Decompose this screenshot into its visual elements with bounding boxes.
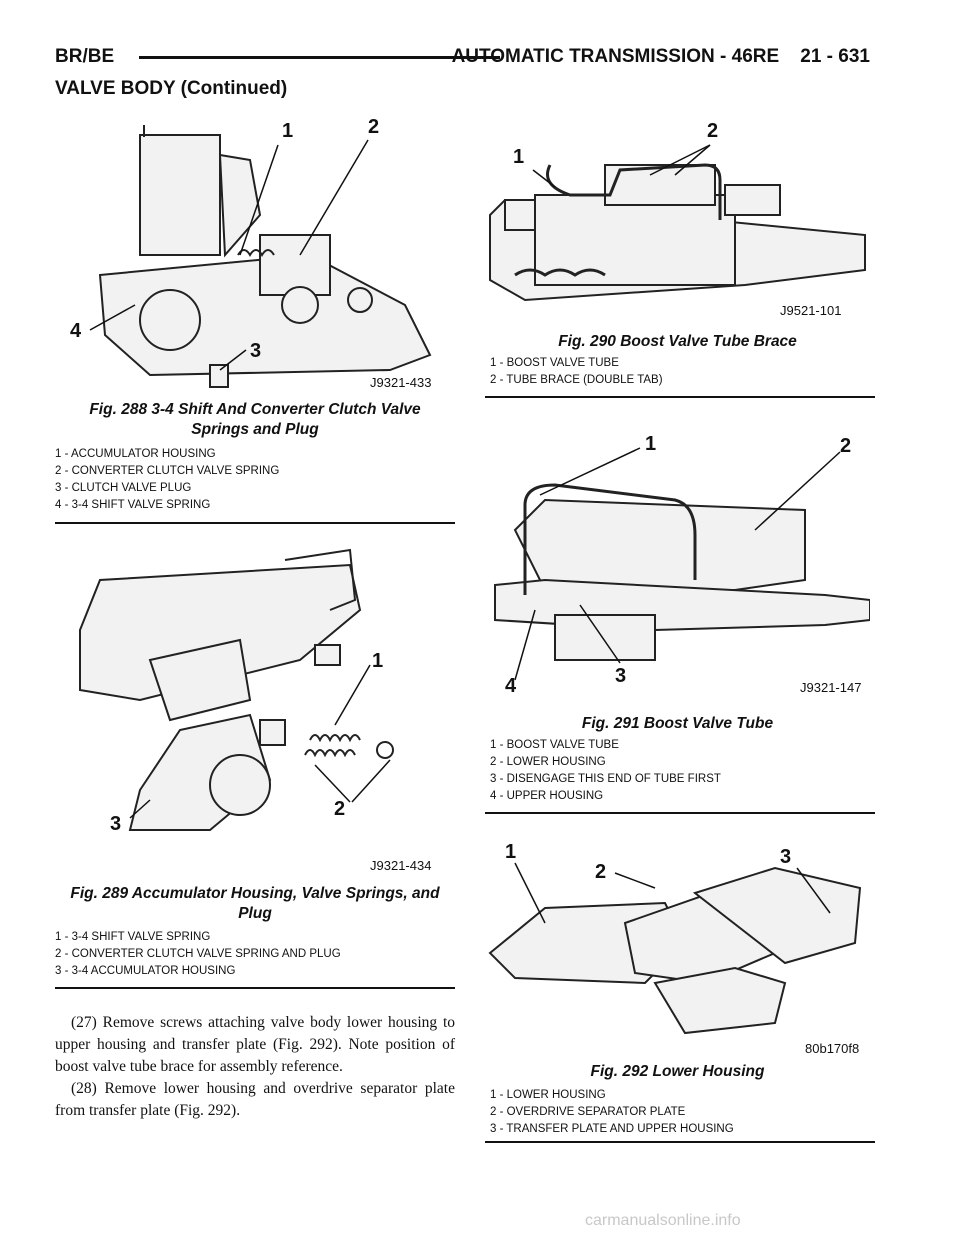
- header-rule: [139, 56, 500, 59]
- fig289-legend: 1 - 3-4 SHIFT VALVE SPRING 2 - CONVERTER…: [55, 929, 341, 980]
- legend-item: 2 - TUBE BRACE (DOUBLE TAB): [490, 374, 663, 386]
- fig290-callout-2: 2: [707, 120, 718, 142]
- legend-item: 4 - UPPER HOUSING: [490, 790, 604, 802]
- body-text: (27) Remove screws attaching valve body …: [55, 1012, 455, 1122]
- legend-item: 3 - DISENGAGE THIS END OF TUBE FIRST: [490, 773, 721, 785]
- legend-item: 3 - 3-4 ACCUMULATOR HOUSING: [55, 965, 236, 977]
- legend-item: 2 - CONVERTER CLUTCH VALVE SPRING AND PL…: [55, 948, 341, 960]
- fig291-code: J9321-147: [800, 680, 861, 695]
- fig290-caption: Fig. 290 Boost Valve Tube Brace: [558, 333, 797, 350]
- fig288-callout-2: 2: [368, 116, 379, 138]
- legend-item: 1 - ACCUMULATOR HOUSING: [55, 448, 216, 460]
- legend-item: 2 - CONVERTER CLUTCH VALVE SPRING: [55, 465, 280, 477]
- fig288-legend: 1 - ACCUMULATOR HOUSING 2 - CONVERTER CL…: [55, 446, 279, 514]
- fig291-rule: [485, 812, 875, 814]
- fig290-code: J9521-101: [780, 303, 841, 318]
- step-28-paragraph: (28) Remove lower housing and overdrive …: [55, 1080, 455, 1119]
- fig291-callout-2: 2: [840, 435, 851, 457]
- legend-item: 3 - CLUTCH VALVE PLUG: [55, 482, 192, 494]
- fig290-rule: [485, 396, 875, 398]
- fig289-caption: Fig. 289 Accumulator Housing, Valve Spri…: [55, 884, 455, 924]
- fig291-callout-3: 3: [615, 665, 626, 687]
- fig288-callout-4: 4: [70, 320, 82, 342]
- step-27-paragraph: (27) Remove screws attaching valve body …: [55, 1014, 455, 1075]
- fig289-callout-1: 1: [372, 650, 383, 672]
- fig291-caption: Fig. 291 Boost Valve Tube: [581, 715, 774, 732]
- fig292-callout-3: 3: [780, 846, 791, 868]
- legend-item: 3 - TRANSFER PLATE AND UPPER HOUSING: [490, 1123, 734, 1135]
- fig289-code: J9321-434: [370, 858, 431, 873]
- fig292-caption: Fig. 292 Lower Housing: [590, 1063, 765, 1080]
- fig291-legend: 1 - BOOST VALVE TUBE 2 - LOWER HOUSING 3…: [490, 737, 721, 805]
- legend-item: 4 - 3-4 SHIFT VALVE SPRING: [55, 499, 211, 511]
- fig288-code: J9321-433: [370, 375, 431, 390]
- legend-item: 2 - OVERDRIVE SEPARATOR PLATE: [490, 1106, 686, 1118]
- fig288-caption: Fig. 288 3-4 Shift And Converter Clutch …: [55, 400, 455, 440]
- fig289-callout-3: 3: [110, 813, 121, 835]
- header-right: AUTOMATIC TRANSMISSION - 46RE 21 - 631: [451, 46, 870, 67]
- figure-289-illustration: 1 2 3 J9321-434: [60, 540, 455, 875]
- fig291-callout-1: 1: [645, 433, 656, 455]
- fig288-caption-line1: Fig. 288 3-4 Shift And Converter Clutch …: [89, 401, 421, 418]
- legend-item: 1 - 3-4 SHIFT VALVE SPRING: [55, 931, 211, 943]
- figure-291-illustration: 1 2 3 4 J9321-147: [485, 420, 870, 705]
- fig289-rule: [55, 987, 455, 989]
- fig291-callout-4: 4: [505, 675, 517, 697]
- fig290-legend: 1 - BOOST VALVE TUBE 2 - TUBE BRACE (DOU…: [490, 355, 663, 389]
- fig288-rule: [55, 522, 455, 524]
- fig288-caption-line2: Springs and Plug: [191, 421, 319, 438]
- legend-item: 1 - BOOST VALVE TUBE: [490, 739, 619, 751]
- fig292-legend: 1 - LOWER HOUSING 2 - OVERDRIVE SEPARATO…: [490, 1087, 734, 1138]
- legend-item: 2 - LOWER HOUSING: [490, 756, 606, 768]
- figure-292-illustration: 1 2 3 80b170f8: [485, 833, 870, 1058]
- running-header: BR/BE AUTOMATIC TRANSMISSION - 46RE 21 -…: [55, 46, 870, 68]
- fig292-rule: [485, 1141, 875, 1143]
- watermark: carmanualsonline.info: [585, 1212, 741, 1229]
- fig289-caption-line2: Plug: [238, 905, 272, 922]
- fig290-callout-1: 1: [513, 146, 524, 168]
- fig288-callout-3: 3: [250, 340, 261, 362]
- fig292-callout-1: 1: [505, 841, 516, 863]
- section-title: VALVE BODY (Continued): [55, 78, 288, 99]
- fig292-code: 80b170f8: [805, 1041, 859, 1056]
- fig288-callout-1: 1: [282, 120, 293, 142]
- legend-item: 1 - LOWER HOUSING: [490, 1089, 606, 1101]
- legend-item: 1 - BOOST VALVE TUBE: [490, 357, 619, 369]
- figure-290-illustration: 1 2 J9521-101: [485, 105, 870, 325]
- fig292-callout-2: 2: [595, 861, 606, 883]
- figure-288-illustration: 1 2 3 4 J9321-433: [60, 105, 455, 395]
- fig289-callout-2: 2: [334, 798, 345, 820]
- fig289-caption-line1: Fig. 289 Accumulator Housing, Valve Spri…: [70, 885, 440, 902]
- header-left: BR/BE: [55, 46, 115, 67]
